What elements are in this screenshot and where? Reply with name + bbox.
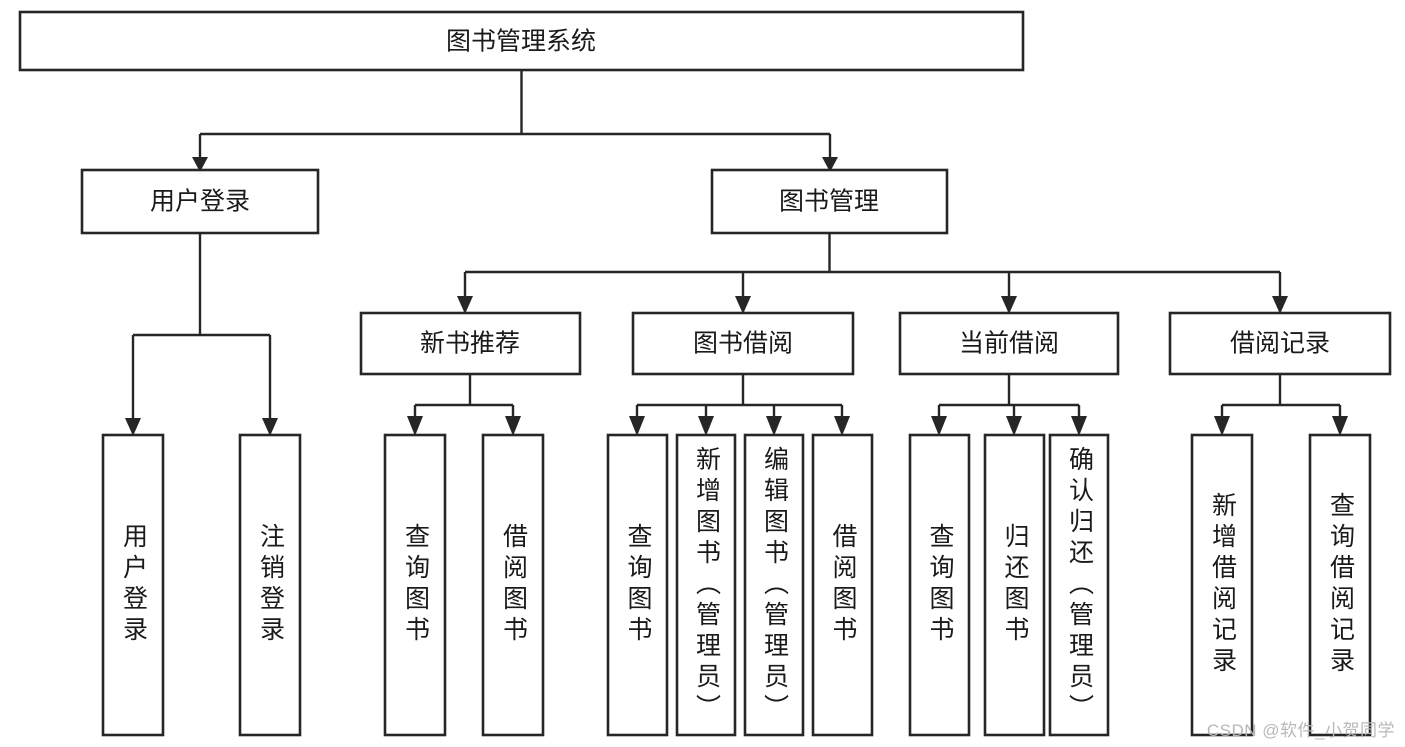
arrowhead-leaf-confirm-return xyxy=(1071,416,1087,436)
connector-new-book-bus xyxy=(413,374,515,424)
node-leaf-add-book-box[interactable] xyxy=(675,433,737,737)
node-new-book-recommend-box[interactable] xyxy=(359,311,582,376)
node-book-manage-box[interactable] xyxy=(710,168,949,235)
arrowhead-new-book-recommend xyxy=(457,296,473,314)
node-leaf-query-book-2-box[interactable] xyxy=(606,433,669,737)
arrowhead-leaf-user-login xyxy=(125,418,141,436)
connector-user-login-bus xyxy=(131,233,272,424)
arrowhead-leaf-return-book xyxy=(1006,416,1022,436)
arrowhead-leaf-query-book-2 xyxy=(629,416,645,436)
node-root-label: 图书管理系统 xyxy=(446,28,596,56)
node-user-login-label: 用户登录 xyxy=(150,188,250,216)
node-leaf-borrow-book-1-box[interactable] xyxy=(481,433,545,737)
watermark-text: CSDN @软件_小贺同学 xyxy=(1206,721,1395,740)
connector-borrow-record-bus xyxy=(1220,374,1342,424)
node-user-login[interactable]: 用户登录 xyxy=(80,168,320,235)
node-user-login-box[interactable] xyxy=(80,168,320,235)
arrowhead-leaf-add-record xyxy=(1214,416,1230,436)
node-borrow-record[interactable]: 借阅记录 xyxy=(1168,311,1392,376)
node-leaf-query-book-3-box[interactable] xyxy=(908,433,971,737)
connector-layer xyxy=(125,70,1348,436)
node-current-borrow-label: 当前借阅 xyxy=(959,330,1059,358)
node-leaf-return-book-box[interactable] xyxy=(983,433,1046,737)
arrowhead-leaf-borrow-book-1 xyxy=(505,416,521,436)
node-leaf-query-book-1-box[interactable] xyxy=(383,433,447,737)
arrowhead-leaf-query-book-1 xyxy=(407,416,423,436)
connector-book-manage-bus xyxy=(463,233,1282,300)
arrowhead-borrow-record xyxy=(1272,296,1288,314)
node-leaf-user-login-box[interactable] xyxy=(101,433,165,737)
node-root-box[interactable] xyxy=(18,10,1025,72)
arrowhead-book-manage xyxy=(822,157,838,172)
arrowhead-leaf-borrow-book-2 xyxy=(834,416,850,436)
node-leaf-add-record-box[interactable] xyxy=(1190,433,1254,737)
node-book-manage-label: 图书管理 xyxy=(779,188,879,216)
leaf-box-layer xyxy=(101,433,1372,737)
connector-root-bus xyxy=(198,70,832,160)
node-leaf-user-logout-box[interactable] xyxy=(238,433,302,737)
node-new-book-recommend[interactable]: 新书推荐 xyxy=(359,311,582,376)
node-borrow-record-box[interactable] xyxy=(1168,311,1392,376)
arrowhead-leaf-user-logout xyxy=(262,418,278,436)
arrowhead-leaf-edit-book xyxy=(766,416,782,436)
connector-book-borrow-bus xyxy=(635,374,844,424)
node-current-borrow[interactable]: 当前借阅 xyxy=(898,311,1120,376)
arrowhead-current-borrow xyxy=(1001,296,1017,314)
node-book-borrow[interactable]: 图书借阅 xyxy=(631,311,855,376)
arrowhead-leaf-query-book-3 xyxy=(931,416,947,436)
node-leaf-edit-book-box[interactable] xyxy=(743,433,805,737)
arrowhead-user-login xyxy=(192,157,208,172)
node-book-manage[interactable]: 图书管理 xyxy=(710,168,949,235)
node-leaf-query-record-box[interactable] xyxy=(1308,433,1372,737)
arrowhead-leaf-query-record xyxy=(1332,416,1348,436)
arrowhead-book-borrow xyxy=(735,296,751,314)
connector-current-borrow-bus xyxy=(937,374,1081,424)
node-root[interactable]: 图书管理系统 xyxy=(18,10,1025,72)
node-leaf-confirm-return-box[interactable] xyxy=(1048,433,1110,737)
node-book-borrow-label: 图书借阅 xyxy=(693,330,793,358)
node-current-borrow-box[interactable] xyxy=(898,311,1120,376)
node-borrow-record-label: 借阅记录 xyxy=(1230,330,1330,358)
node-new-book-recommend-label: 新书推荐 xyxy=(420,330,520,358)
node-leaf-borrow-book-2-box[interactable] xyxy=(811,433,874,737)
node-book-borrow-box[interactable] xyxy=(631,311,855,376)
arrowhead-leaf-add-book xyxy=(698,416,714,436)
